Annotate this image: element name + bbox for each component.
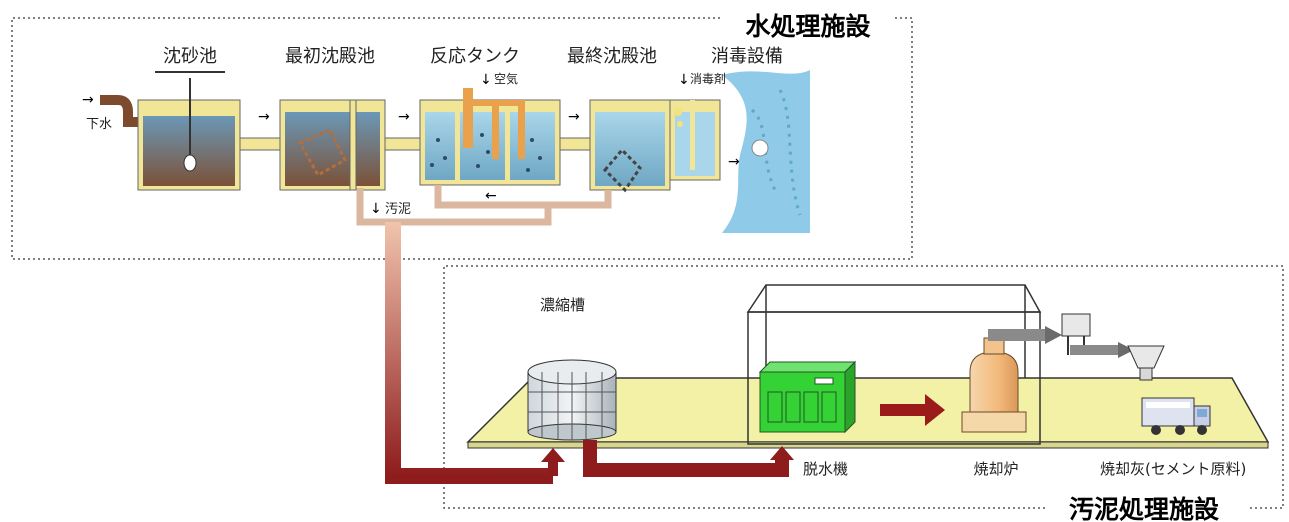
return-arrow-icon: ← [485, 188, 497, 204]
air-label: 空気 [494, 71, 518, 86]
platform-edge [467, 441, 1269, 449]
ash-truck [1141, 397, 1211, 435]
discharge-splash [751, 139, 769, 157]
disinfection-facility [669, 99, 721, 181]
sludge-section-title: 汚泥処理施設 [1069, 495, 1220, 522]
inflow-arrow-icon: → [82, 92, 94, 108]
thickener-label: 濃縮槽 [540, 296, 585, 314]
flow-arrow-icon: → [258, 109, 270, 125]
grit-chamber [137, 78, 241, 191]
reaction-tank [419, 88, 561, 186]
dewatering-machine [758, 360, 857, 434]
grit-chamber-label: 沈砂池 [163, 46, 217, 67]
primary-settling-label: 最初沈殿池 [285, 46, 375, 67]
sludge-section-frame [443, 265, 1284, 509]
sludge-transfer-pipe [385, 222, 553, 484]
to-incinerator-arrow-icon [880, 394, 945, 426]
reaction-tank-label: 反応タンク [430, 46, 520, 67]
thickener-tank [527, 359, 617, 441]
channel [384, 137, 421, 151]
flow-arrow-icon: → [398, 109, 410, 125]
ash-hopper [1127, 345, 1165, 369]
primary-settling-tank [279, 99, 386, 191]
sludge-label: 汚泥 [385, 202, 411, 217]
channel [239, 137, 281, 151]
flow-arrow-icon: → [568, 109, 580, 125]
disinfectant-arrow-icon: ↓ [678, 72, 690, 88]
water-section-title: 水処理施設 [745, 12, 871, 41]
final-settling-tank [589, 99, 671, 193]
up-arrow-icon [770, 446, 794, 460]
outflow-arrow-icon: → [728, 154, 740, 170]
ash-label: 焼却灰(セメント原料) [1100, 460, 1246, 478]
air-arrow-icon: ↓ [480, 72, 492, 88]
thickened-sludge-pipe [583, 440, 789, 477]
return-sludge-pipe [434, 185, 612, 209]
inflow-pipe [100, 95, 138, 127]
incinerator-label: 焼却炉 [973, 460, 1018, 478]
ash-hopper-outlet [1139, 367, 1153, 381]
incinerator [961, 330, 1027, 433]
duct-arrow-icon [1045, 326, 1062, 344]
ash-arrow-icon [1118, 342, 1134, 358]
up-arrow-icon [541, 448, 565, 462]
water-section-frame [11, 17, 913, 260]
excess-sludge-pipe [356, 188, 552, 226]
building-roof [746, 284, 1042, 313]
disinfectant-label: 消毒剤 [690, 71, 726, 86]
sludge-arrow-icon: ↓ [370, 201, 382, 217]
disinfection-label: 消毒設備 [711, 46, 783, 67]
channel [559, 137, 591, 151]
dewatering-label: 脱水機 [803, 460, 848, 478]
cyclone-unit [1061, 313, 1091, 337]
final-settling-label: 最終沈殿池 [567, 46, 657, 67]
inflow-label: 下水 [86, 117, 112, 132]
